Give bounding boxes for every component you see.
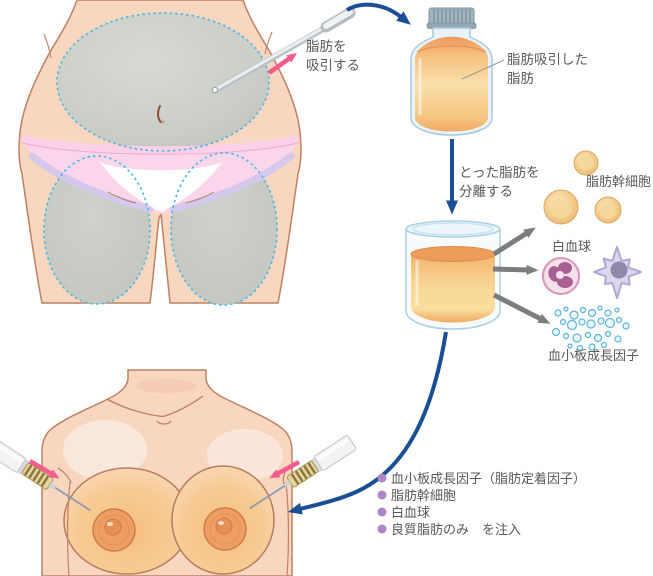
abdomen-fat-area	[57, 13, 269, 151]
list-item-platelet: 血小板成長因子（脂肪定着因子）	[391, 471, 586, 486]
component-arrow-wbc	[492, 264, 539, 275]
thigh-marking-dotted-right	[170, 152, 278, 306]
fat-bottle	[410, 7, 493, 136]
beaker-rim	[405, 220, 501, 238]
beaker-rim-inner	[412, 222, 494, 236]
neck-shadow	[136, 379, 196, 393]
white-blood-cells	[542, 246, 642, 299]
bottle-cap-ribs	[433, 9, 471, 25]
component-arrow-stem-cells	[492, 227, 536, 257]
bottle-label-line2: 脂肪	[507, 71, 534, 86]
breast-illustration	[0, 369, 357, 576]
list-bullet	[377, 473, 387, 483]
stem-cells-label: 脂肪幹細胞	[586, 174, 651, 189]
waist-crease-left	[43, 33, 52, 59]
beaker	[405, 220, 501, 330]
flow-arrow-to-bottle	[345, 2, 411, 25]
injection-list: 血小板成長因子（脂肪定着因子） 脂肪幹細胞 白血球 良質脂肪のみ を注入	[377, 471, 586, 537]
waist-crease-right	[264, 31, 273, 55]
torso-illustration	[18, 0, 356, 306]
list-item-wbc: 白血球	[391, 505, 430, 520]
separation-label-line1: とった脂肪を	[459, 165, 540, 180]
separation-label: とった脂肪を 分離する	[459, 165, 540, 199]
list-bullet	[377, 490, 387, 500]
syringe-right	[249, 435, 357, 510]
list-bullet	[377, 507, 387, 517]
sternal-notch	[156, 420, 172, 425]
beaker-fat-liquid	[411, 254, 495, 323]
list-item-stem-cells: 脂肪幹細胞	[391, 488, 456, 503]
beaker-liquid-surface	[410, 246, 496, 262]
wbc-label: 白血球	[552, 239, 591, 254]
armpit-crease-left	[57, 467, 72, 484]
bottle-fat-liquid	[415, 36, 488, 132]
suction-label-line1: 脂肪を	[306, 39, 347, 54]
arm-line-right	[285, 481, 289, 576]
liposuction-cannula	[211, 7, 356, 94]
syringe-left	[0, 437, 91, 512]
bottle-label: 脂肪吸引した 脂肪	[507, 52, 588, 86]
arm-line-left	[67, 481, 71, 576]
component-arrow-platelet	[492, 292, 551, 324]
list-bullet	[377, 524, 387, 534]
areola-left	[92, 508, 136, 552]
groin-crease-left	[107, 191, 137, 204]
abdomen-marking-dotted	[56, 12, 270, 152]
clavicle-left	[106, 398, 164, 418]
areola-right	[203, 507, 247, 551]
clavicle-right	[162, 395, 204, 418]
injection-arrow-left-icon	[28, 459, 60, 479]
separation-label-line2: 分離する	[459, 184, 513, 199]
platelet-dots	[551, 305, 630, 352]
panties	[21, 135, 299, 214]
platelet-label: 血小板成長因子	[548, 348, 639, 363]
bottle-label-pointer	[461, 59, 505, 80]
thigh-marking-dotted-left	[43, 155, 151, 305]
list-item-quality-fat: 良質脂肪のみ を注入	[391, 522, 521, 537]
suction-direction-arrow-icon	[267, 53, 297, 75]
navel	[157, 105, 165, 124]
liquid-meniscus	[416, 45, 487, 53]
suction-label-line2: 吸引する	[306, 58, 360, 73]
injection-arrow-right-icon	[269, 460, 301, 479]
suction-label: 脂肪を 吸引する	[306, 39, 360, 73]
chest-highlight-left	[63, 420, 147, 480]
stem-cells-cluster	[543, 150, 622, 225]
groin-crease-right	[185, 191, 215, 204]
bottle-label-line1: 脂肪吸引した	[507, 52, 588, 67]
